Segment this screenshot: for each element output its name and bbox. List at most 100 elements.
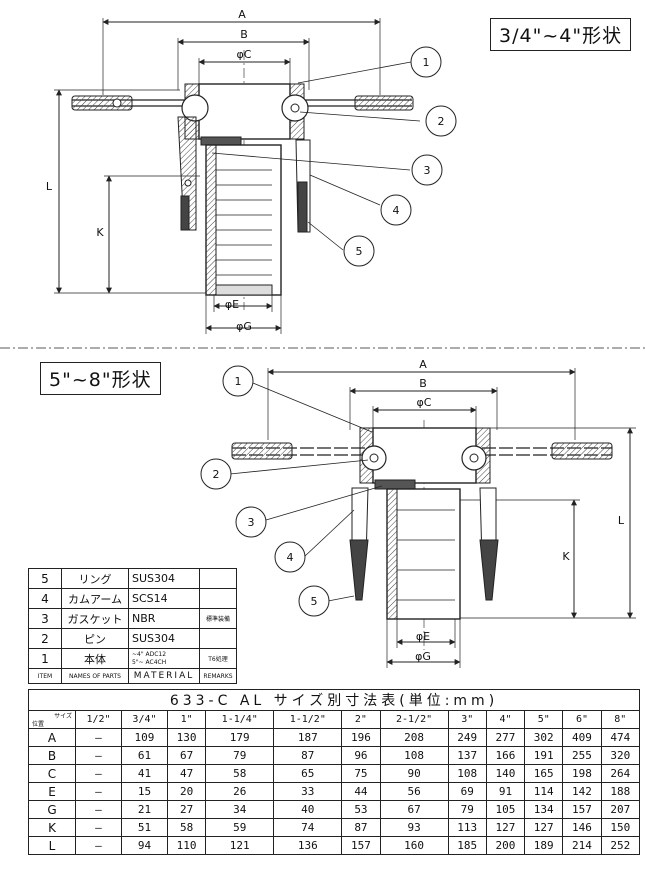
callout-4-b: 4 bbox=[287, 551, 294, 564]
dimension-value: 56 bbox=[379, 782, 449, 801]
dimension-value: 252 bbox=[600, 836, 641, 855]
material-line: ~4" ADC12 bbox=[132, 650, 167, 658]
dimension-value: 69 bbox=[447, 782, 487, 801]
part-material: ~4" ADC12 5"~ AC4CH bbox=[128, 648, 200, 669]
dimension-value: 160 bbox=[379, 836, 449, 855]
size-column-header: 8" bbox=[600, 710, 641, 729]
dimension-value: 53 bbox=[341, 800, 381, 819]
parts-row: 5 リング SUS304 bbox=[28, 568, 237, 589]
dimension-value: 26 bbox=[205, 782, 275, 801]
size-column-header: 4" bbox=[485, 710, 526, 729]
part-name: リング bbox=[61, 568, 129, 589]
dim-a-label-2: A bbox=[419, 358, 427, 371]
top-view: A B φC L K φE φG 1 2 3 4 5 bbox=[46, 8, 457, 334]
dim-b-label-2: B bbox=[419, 377, 427, 390]
dimension-value: 157 bbox=[341, 836, 381, 855]
header-names: NAMES OF PARTS bbox=[61, 668, 129, 684]
dimension-value: 40 bbox=[273, 800, 343, 819]
top-view-size-label: 3/4"~4"形状 bbox=[490, 18, 632, 51]
position-label: G bbox=[28, 800, 76, 819]
size-column-header: 1" bbox=[166, 710, 207, 729]
dimension-value: 87 bbox=[341, 818, 381, 837]
dimension-value: 87 bbox=[273, 746, 343, 765]
position-label: K bbox=[28, 818, 76, 837]
dimension-value: 114 bbox=[524, 782, 564, 801]
part-no: 3 bbox=[28, 608, 62, 629]
dim-l-label-2: L bbox=[618, 514, 625, 527]
dimension-value: 136 bbox=[273, 836, 343, 855]
dim-e-label-2: φE bbox=[416, 630, 430, 643]
header-remarks: REMARKS bbox=[199, 668, 237, 684]
dimension-value: 187 bbox=[273, 728, 343, 747]
dim-l-label: L bbox=[46, 180, 53, 193]
dimension-value: 200 bbox=[485, 836, 526, 855]
size-column-header: 2" bbox=[341, 710, 381, 729]
dimension-value: — bbox=[75, 728, 122, 747]
dimension-value: 127 bbox=[524, 818, 564, 837]
part-name: ガスケット bbox=[61, 608, 129, 629]
size-header-row: サイズ 位置 1/2"3/4"1"1-1/4"1-1/2"2"2-1/2"3"4… bbox=[28, 710, 641, 729]
dimension-value: 21 bbox=[120, 800, 168, 819]
dimension-value: 51 bbox=[120, 818, 168, 837]
dimension-value: 113 bbox=[447, 818, 487, 837]
part-no: 4 bbox=[28, 588, 62, 609]
corner-size-label: サイズ bbox=[54, 713, 72, 720]
corner-position-label: 位置 bbox=[32, 721, 45, 728]
dimension-value: 34 bbox=[205, 800, 275, 819]
part-material: SUS304 bbox=[128, 628, 200, 649]
part-name: 本体 bbox=[61, 648, 129, 669]
header-material: MATERIAL bbox=[128, 668, 200, 684]
dimension-value: 249 bbox=[447, 728, 487, 747]
part-no: 2 bbox=[28, 628, 62, 649]
dimension-value: 196 bbox=[341, 728, 381, 747]
dimension-value: 474 bbox=[600, 728, 641, 747]
dimension-value: 320 bbox=[600, 746, 641, 765]
header-item: ITEM bbox=[28, 668, 62, 684]
dimension-value: 65 bbox=[273, 764, 343, 783]
position-label: A bbox=[28, 728, 76, 747]
dimension-value: 58 bbox=[166, 818, 207, 837]
dim-k-label: K bbox=[96, 226, 104, 239]
dimension-value: 191 bbox=[524, 746, 564, 765]
dimension-value: 277 bbox=[485, 728, 526, 747]
size-table: 633-C AL サイズ別寸法表(単位:mm) サイズ 位置 1/2"3/4"1… bbox=[28, 689, 641, 855]
dimension-value: 140 bbox=[485, 764, 526, 783]
part-remarks: T6処理 bbox=[199, 648, 237, 669]
bottom-view: A B φC L K φE φG 1 2 3 4 5 bbox=[200, 358, 636, 668]
dimension-value: 409 bbox=[562, 728, 602, 747]
size-table-title-row: 633-C AL サイズ別寸法表(単位:mm) bbox=[28, 689, 640, 711]
part-name: カムアーム bbox=[61, 588, 129, 609]
dimension-value: 44 bbox=[341, 782, 381, 801]
dimension-value: — bbox=[75, 818, 122, 837]
callout-5: 5 bbox=[356, 245, 363, 258]
part-remarks bbox=[199, 628, 237, 649]
dimension-value: 146 bbox=[562, 818, 602, 837]
dimension-value: 198 bbox=[562, 764, 602, 783]
dimension-value: 27 bbox=[166, 800, 207, 819]
dimension-value: 137 bbox=[447, 746, 487, 765]
dimension-value: 67 bbox=[166, 746, 207, 765]
callout-4: 4 bbox=[393, 204, 400, 217]
dimension-value: — bbox=[75, 746, 122, 765]
dimension-value: 302 bbox=[524, 728, 564, 747]
part-remarks: 標準装備 bbox=[199, 608, 237, 629]
callout-2: 2 bbox=[438, 115, 445, 128]
dimension-value: 110 bbox=[166, 836, 207, 855]
parts-row: 4 カムアーム SCS14 bbox=[28, 588, 237, 609]
part-material: NBR bbox=[128, 608, 200, 629]
dimension-value: 79 bbox=[447, 800, 487, 819]
size-table-title: 633-C AL サイズ別寸法表(単位:mm) bbox=[28, 689, 640, 711]
size-column-header: 1-1/4" bbox=[205, 710, 275, 729]
dimension-value: 59 bbox=[205, 818, 275, 837]
size-column-header: 3" bbox=[447, 710, 487, 729]
dim-c-label: φC bbox=[237, 48, 252, 61]
part-no: 1 bbox=[28, 648, 62, 669]
dimension-value: 74 bbox=[273, 818, 343, 837]
dim-k-label-2: K bbox=[562, 550, 570, 563]
position-label: E bbox=[28, 782, 76, 801]
dim-a-label: A bbox=[238, 8, 246, 21]
